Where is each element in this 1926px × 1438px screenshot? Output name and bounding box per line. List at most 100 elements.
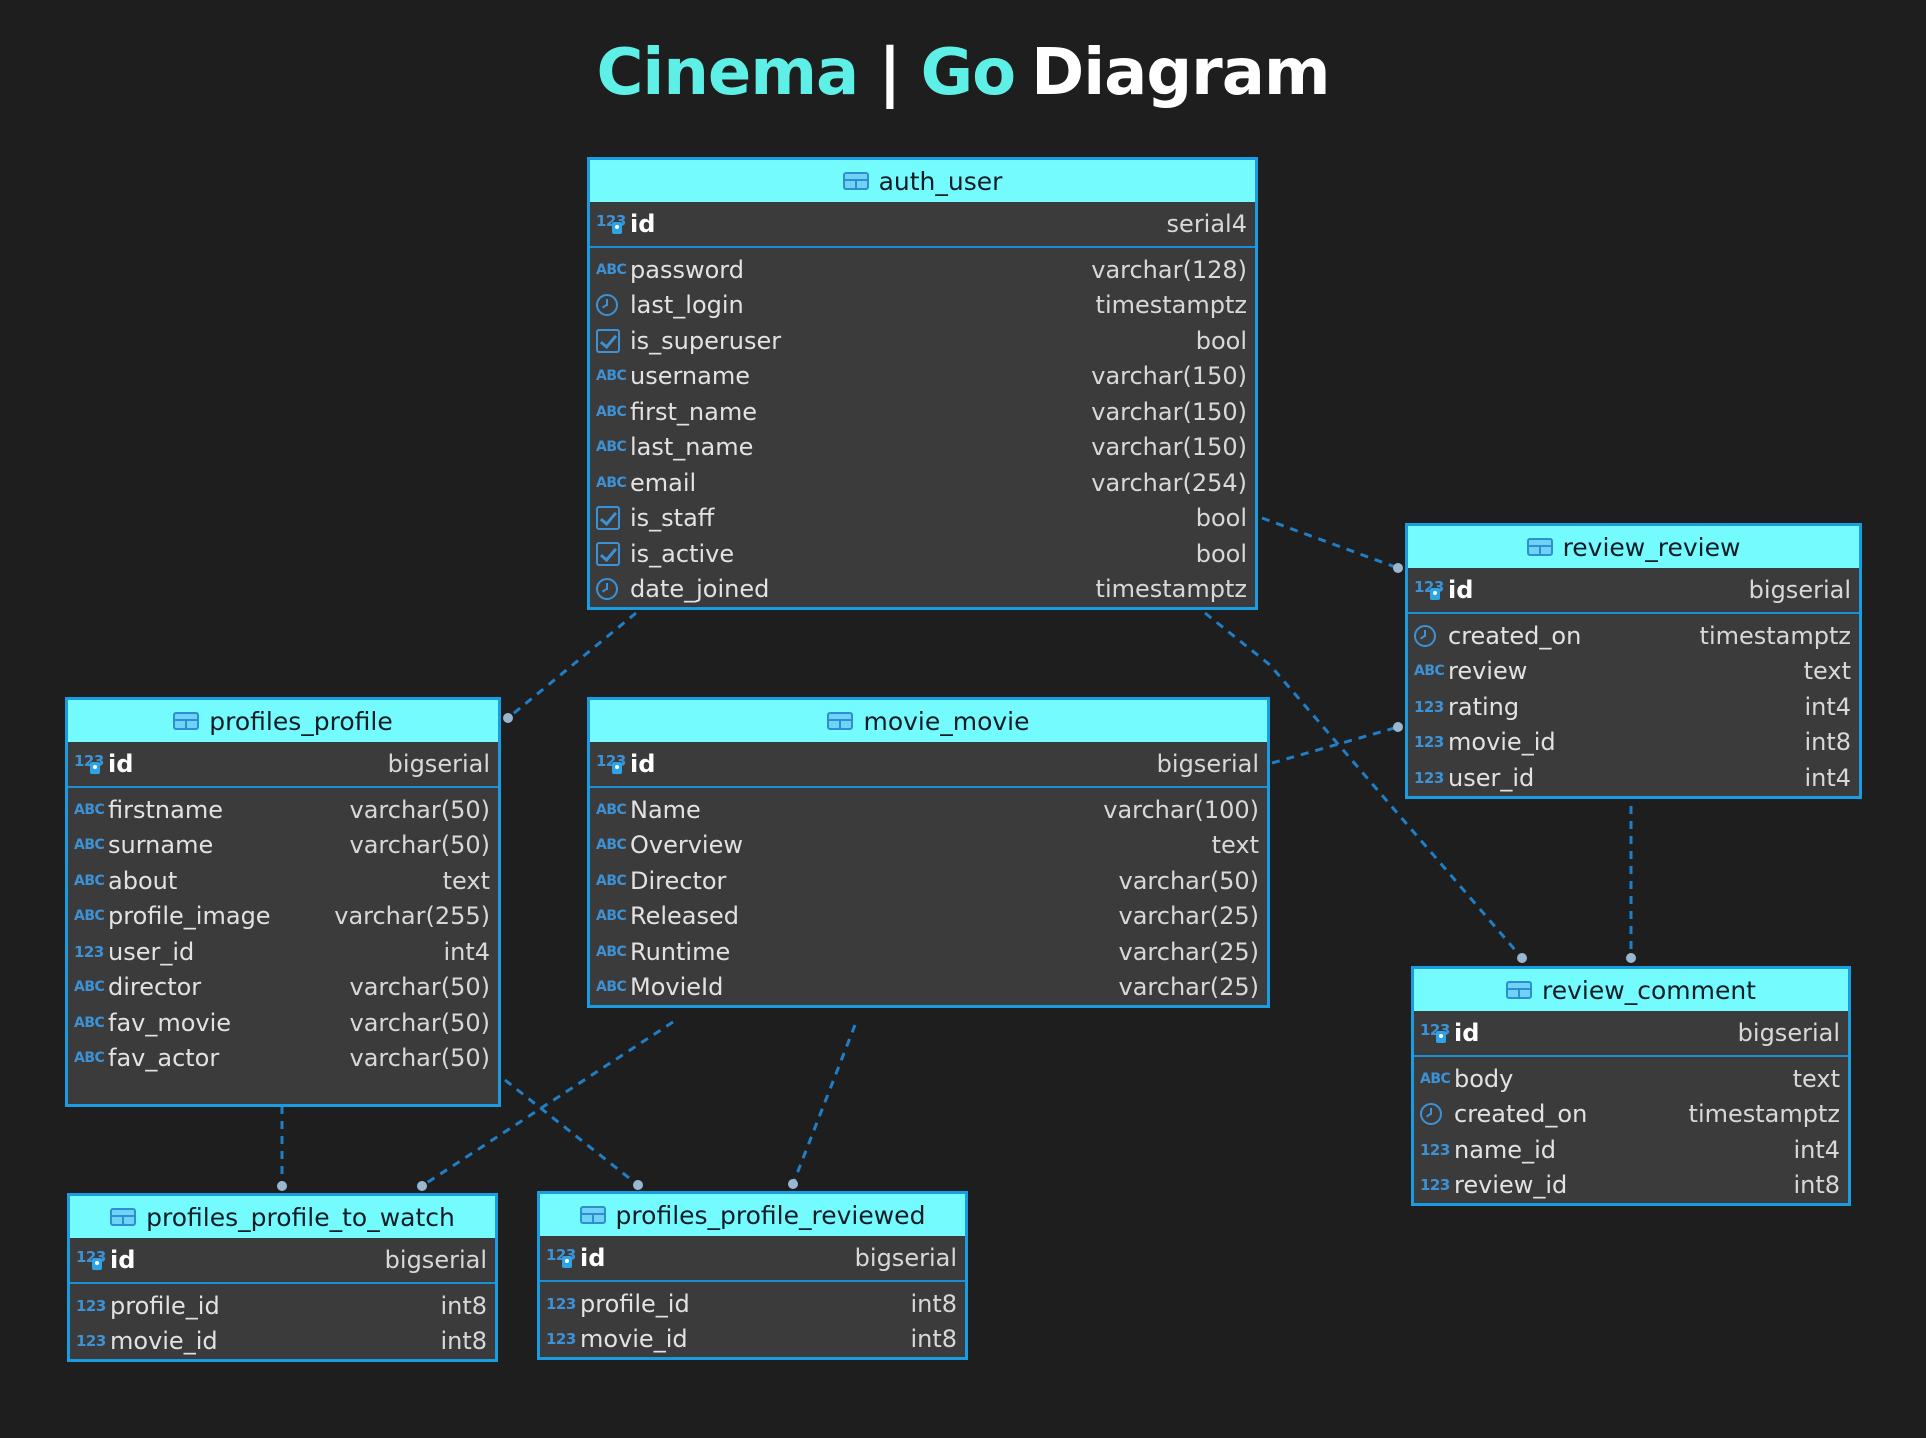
table-header[interactable]: review_comment — [1414, 969, 1848, 1011]
column-type: int8 — [910, 1289, 957, 1318]
column-name: rating — [1448, 692, 1520, 721]
column-name: surname — [108, 831, 214, 860]
table-header[interactable]: profiles_profile_to_watch — [70, 1196, 495, 1238]
column-type: int8 — [1793, 1171, 1840, 1200]
title-separator: | — [878, 36, 901, 110]
column-name: Name — [630, 795, 701, 824]
column-name: id — [1448, 576, 1474, 604]
title-part-go: Go — [920, 36, 1016, 110]
text-icon: ABC — [596, 872, 627, 889]
clock-icon — [596, 293, 626, 317]
clock-icon — [1414, 624, 1444, 648]
column-row[interactable]: is_active bool — [590, 536, 1255, 572]
column-type: bigserial — [384, 1246, 487, 1274]
table-header[interactable]: profiles_profile_reviewed — [540, 1194, 965, 1236]
table-icon — [827, 712, 854, 730]
table-name: review_comment — [1542, 975, 1756, 1005]
checkbox-icon — [596, 541, 626, 566]
title-part-diagram: Diagram — [1031, 36, 1330, 110]
table-header[interactable]: review_review — [1408, 526, 1859, 568]
column-type: bool — [1195, 504, 1247, 533]
column-type: int4 — [1804, 763, 1851, 792]
column-name: Director — [630, 866, 727, 895]
column-type: varchar(150) — [1091, 362, 1247, 391]
column-type: text — [1211, 831, 1259, 860]
connector-endpoint — [417, 1181, 427, 1191]
connector-endpoint — [1393, 563, 1403, 573]
link-auth-user-profiles-profile — [507, 611, 637, 720]
table-header[interactable]: movie_movie — [590, 700, 1267, 742]
key-icon: 123 — [1414, 578, 1444, 602]
key-icon: 123 — [596, 212, 626, 236]
text-icon: ABC — [596, 403, 627, 420]
table-header[interactable]: auth_user — [590, 160, 1255, 202]
column-name: last_name — [630, 433, 754, 462]
column-name: created_on — [1448, 621, 1582, 650]
connector-endpoint — [633, 1180, 643, 1190]
table-header[interactable]: profiles_profile — [68, 700, 498, 742]
column-name: is_superuser — [630, 326, 782, 355]
column-name: is_active — [630, 539, 735, 568]
column-type: varchar(25) — [1118, 902, 1260, 931]
column-type: bool — [1195, 539, 1247, 568]
column-name: password — [630, 255, 744, 284]
column-name: Released — [630, 902, 740, 931]
column-name: review — [1448, 657, 1528, 686]
column-type: text — [1792, 1064, 1840, 1093]
table-name: profiles_profile — [209, 706, 393, 736]
connector-endpoint — [1517, 953, 1527, 963]
text-icon: ABC — [74, 1050, 105, 1067]
